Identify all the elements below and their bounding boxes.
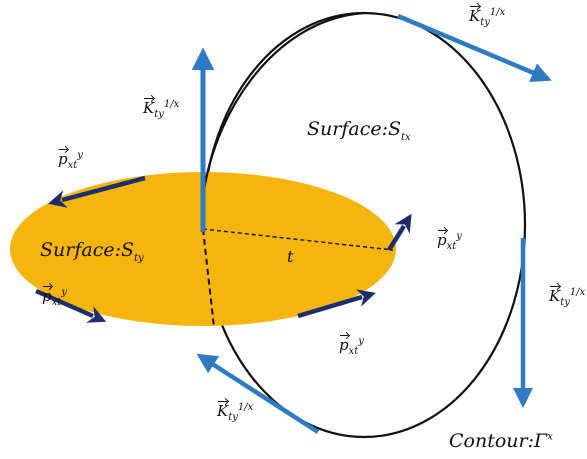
k-label-bottom: Kty1/x bbox=[217, 401, 254, 423]
p-label-bottom-right: pxty bbox=[339, 335, 364, 357]
p-label-bottom-left: pxty bbox=[42, 286, 67, 308]
k-arrow-bottom-left bbox=[196, 353, 320, 434]
p-arrow-top-left bbox=[48, 175, 146, 208]
k-label-top-right: Kty1/x bbox=[469, 6, 506, 28]
contour-front-arc bbox=[201, 11, 365, 199]
contour-label: Contour:Γx bbox=[449, 430, 553, 452]
surface-ty-ellipse bbox=[10, 172, 396, 326]
p-label-top-left: pxty bbox=[58, 149, 83, 171]
p-arrow-bottom-right bbox=[297, 289, 376, 319]
k-label-right: Kty1/x bbox=[549, 286, 586, 308]
surface-tx-label: Surface:Stx bbox=[307, 118, 411, 143]
p-arrow-right bbox=[387, 213, 412, 252]
dashed-contour-inside bbox=[202, 228, 215, 328]
surface-ty-label: Surface:Sty bbox=[40, 239, 144, 264]
p-label-right: pxty bbox=[437, 230, 462, 252]
dashed-radius bbox=[202, 228, 394, 251]
k-arrow-top-right bbox=[397, 13, 552, 83]
k-label-left: Kty1/x bbox=[143, 98, 180, 120]
t-label: t bbox=[287, 247, 294, 266]
